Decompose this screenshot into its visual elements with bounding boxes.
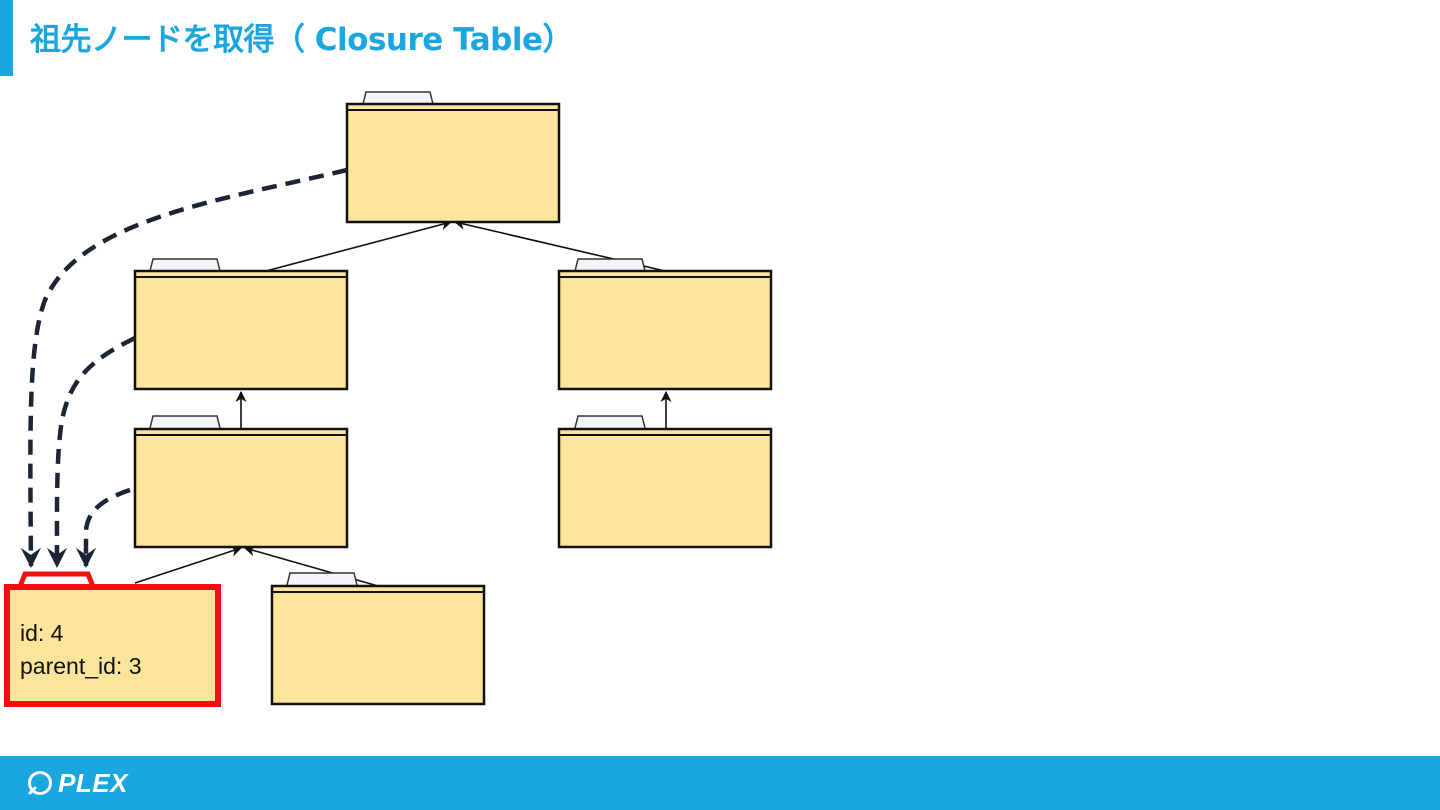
ancestor-arrow-node3 bbox=[75, 487, 131, 569]
folder-node-6 bbox=[557, 415, 773, 549]
folder-node-2 bbox=[133, 258, 349, 391]
folder-node-7 bbox=[270, 572, 486, 706]
link-node4-to-node3 bbox=[134, 545, 243, 584]
node-parent-label: parent_id: 3 bbox=[20, 653, 141, 679]
node-id-label: id: 4 bbox=[20, 620, 64, 646]
link-node2-to-root bbox=[265, 219, 453, 272]
title-accent-bar bbox=[0, 0, 13, 76]
folder-root bbox=[345, 91, 561, 224]
logo-text: PLEX bbox=[58, 767, 128, 798]
ancestor-arrow-node2 bbox=[46, 335, 136, 569]
footer-bar: PLEX bbox=[0, 756, 1440, 810]
folder-node-5 bbox=[557, 258, 773, 391]
ancestor-arrow-root bbox=[20, 167, 348, 569]
plex-logo: PLEX bbox=[26, 768, 128, 798]
page-title: 祖先ノードを取得（ Closure Table） bbox=[30, 22, 574, 58]
tree-diagram: id: 4 parent_id: 3 bbox=[4, 91, 773, 707]
logo-ring-icon bbox=[28, 771, 52, 795]
folder-node-3 bbox=[133, 415, 349, 549]
folder-node-4-highlighted: id: 4 parent_id: 3 bbox=[4, 571, 221, 707]
ancestor-arrows bbox=[20, 167, 348, 569]
